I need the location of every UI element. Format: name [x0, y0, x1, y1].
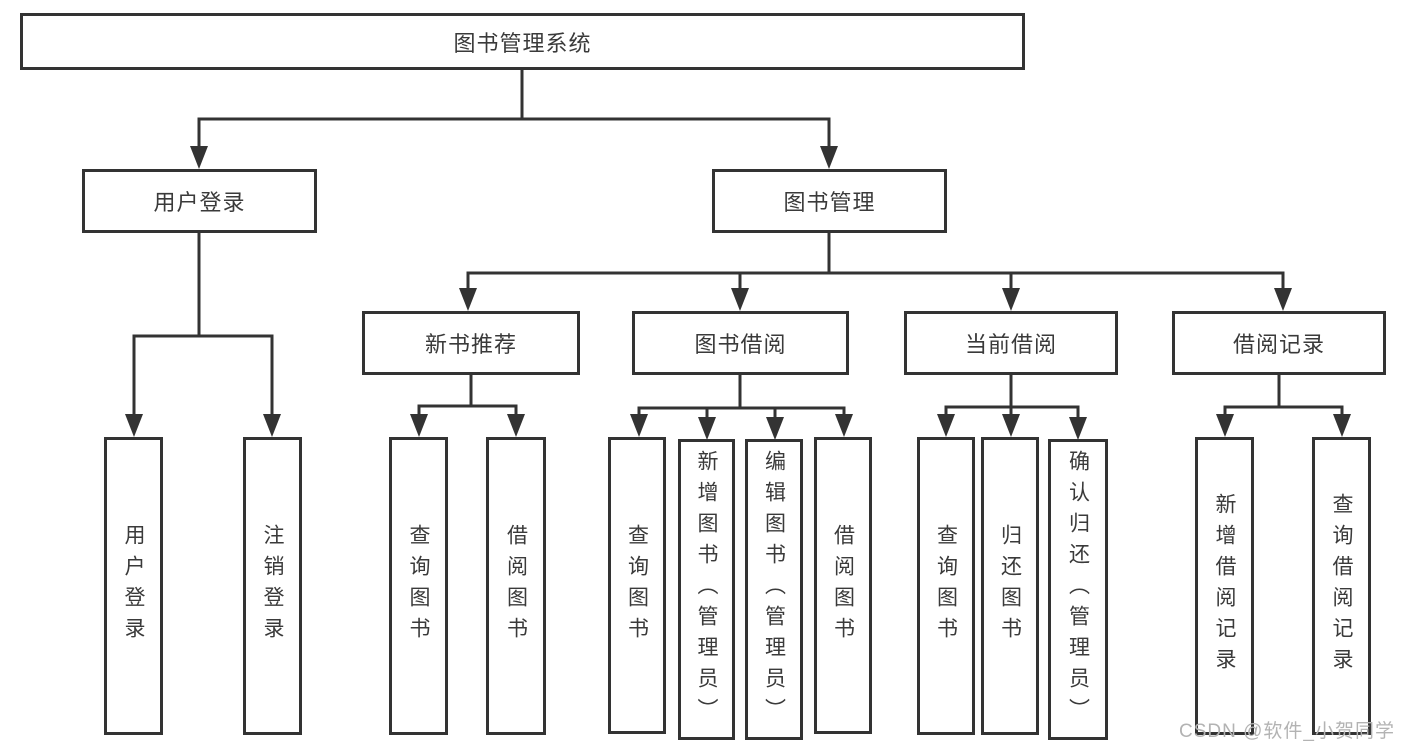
leaf-user-login-label: 用户登录	[122, 524, 145, 648]
leaf-confirm-return-admin-label: 确认归还（管理员）	[1066, 450, 1090, 729]
watermark: CSDN @软件_小贺同学	[1179, 721, 1395, 742]
arrow-down-icon	[507, 414, 525, 437]
node-book-borrow: 图书借阅	[632, 311, 849, 375]
leaf-add-borrow-record-label: 新增借阅记录	[1213, 493, 1236, 679]
leaf-query-books-borrow: 查询图书	[608, 437, 666, 734]
leaf-borrow-books-recommend: 借阅图书	[486, 437, 546, 735]
leaf-query-books-borrow-label: 查询图书	[625, 523, 649, 648]
leaf-add-books-admin: 新增图书（管理员）	[678, 439, 735, 740]
arrow-down-icon	[835, 414, 853, 437]
leaf-add-books-admin-label: 新增图书（管理员）	[695, 450, 718, 729]
arrow-down-icon	[125, 414, 143, 437]
arrow-down-icon	[1002, 288, 1020, 311]
arrow-down-icon	[1274, 288, 1292, 311]
node-root: 图书管理系统	[20, 13, 1025, 70]
arrow-down-icon	[190, 146, 208, 169]
node-book-management: 图书管理	[712, 169, 947, 233]
arrow-down-icon	[937, 414, 955, 437]
leaf-query-books-recommend-label: 查询图书	[407, 524, 430, 648]
arrow-down-icon	[1333, 414, 1351, 437]
leaf-query-books-recommend: 查询图书	[389, 437, 448, 735]
arrow-down-icon	[766, 417, 784, 440]
leaf-return-books: 归还图书	[981, 437, 1039, 735]
node-borrow-records: 借阅记录	[1172, 311, 1386, 375]
leaf-borrow-books-label: 借阅图书	[831, 523, 855, 648]
arrow-down-icon	[1002, 414, 1020, 437]
leaf-query-borrow-record: 查询借阅记录	[1312, 437, 1371, 735]
arrow-down-icon	[698, 417, 716, 440]
node-borrow-records-label: 借阅记录	[1232, 332, 1325, 357]
node-root-label: 图书管理系统	[453, 30, 592, 56]
leaf-edit-books-admin: 编辑图书（管理员）	[745, 439, 803, 740]
leaf-edit-books-admin-label: 编辑图书（管理员）	[762, 450, 786, 729]
arrow-down-icon	[820, 146, 838, 169]
arrow-down-icon	[459, 288, 477, 311]
leaf-borrow-books-recommend-label: 借阅图书	[504, 524, 528, 648]
node-user-login-label: 用户登录	[153, 190, 246, 215]
arrow-down-icon	[410, 414, 428, 437]
leaf-borrow-books: 借阅图书	[814, 437, 872, 734]
leaf-user-login: 用户登录	[104, 437, 163, 735]
leaf-query-borrow-record-label: 查询借阅记录	[1330, 493, 1353, 679]
leaf-query-books-current: 查询图书	[917, 437, 975, 735]
node-book-borrow-label: 图书借阅	[694, 332, 787, 357]
arrow-down-icon	[1069, 417, 1087, 440]
arrow-down-icon	[731, 288, 749, 311]
leaf-add-borrow-record: 新增借阅记录	[1195, 437, 1254, 735]
arrow-down-icon	[263, 414, 281, 437]
node-new-book-recommend: 新书推荐	[362, 311, 580, 375]
leaf-logout: 注销登录	[243, 437, 302, 735]
leaf-return-books-label: 归还图书	[998, 524, 1022, 648]
node-user-login: 用户登录	[82, 169, 317, 233]
leaf-confirm-return-admin: 确认归还（管理员）	[1048, 439, 1108, 740]
leaf-logout-label: 注销登录	[261, 524, 284, 648]
node-book-management-label: 图书管理	[783, 190, 876, 215]
arrow-down-icon	[1216, 414, 1234, 437]
node-new-book-recommend-label: 新书推荐	[424, 332, 517, 357]
arrow-down-icon	[630, 414, 648, 437]
node-current-borrow-label: 当前借阅	[964, 332, 1057, 357]
node-current-borrow: 当前借阅	[904, 311, 1118, 375]
leaf-query-books-current-label: 查询图书	[934, 524, 958, 648]
